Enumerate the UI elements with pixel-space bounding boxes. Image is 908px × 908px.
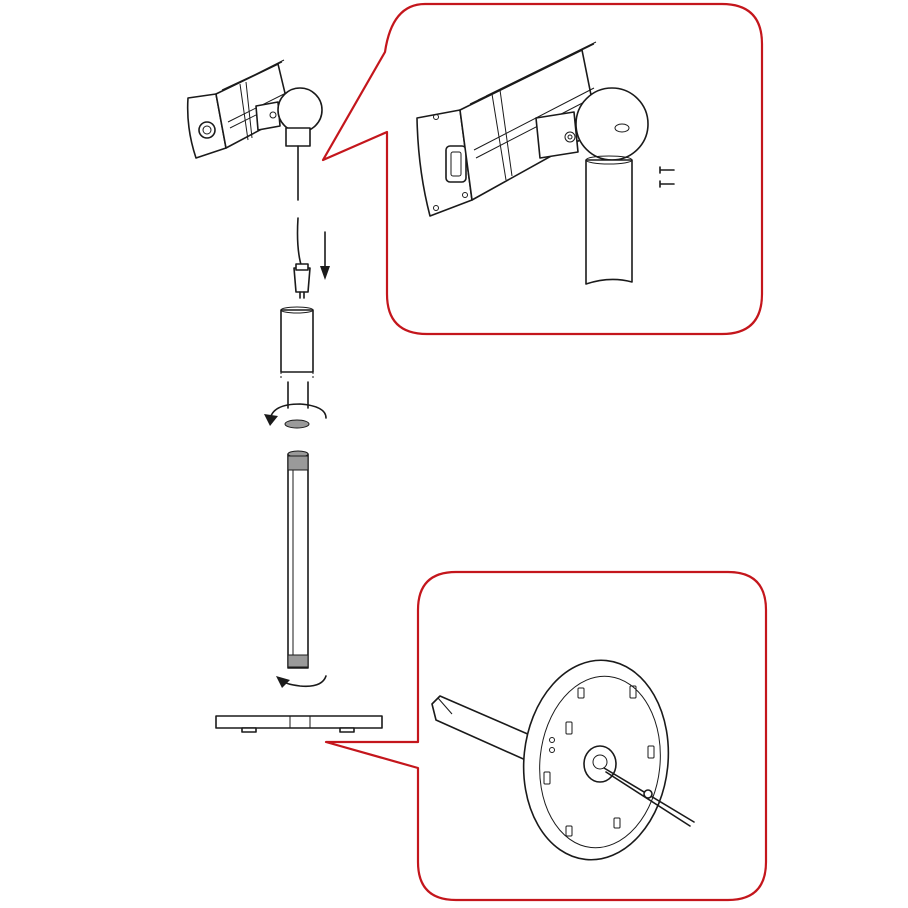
power-cable <box>293 145 311 299</box>
upper-pole <box>280 306 314 409</box>
base-plate <box>215 715 383 733</box>
wrench-icon <box>603 767 695 827</box>
base-detail <box>431 659 695 861</box>
screw-icon <box>659 166 675 188</box>
power-switch <box>445 145 467 183</box>
heater-detail <box>416 41 675 285</box>
ball-joint <box>575 87 649 161</box>
lower-pole <box>287 450 309 669</box>
top-callout-bubble <box>321 2 764 336</box>
down-arrow-icon <box>320 231 330 280</box>
pole-coupler <box>284 419 310 429</box>
rotate-arrow-icon-base <box>276 675 327 688</box>
rotate-arrow-icon <box>264 403 327 426</box>
heater-unit <box>186 59 323 159</box>
